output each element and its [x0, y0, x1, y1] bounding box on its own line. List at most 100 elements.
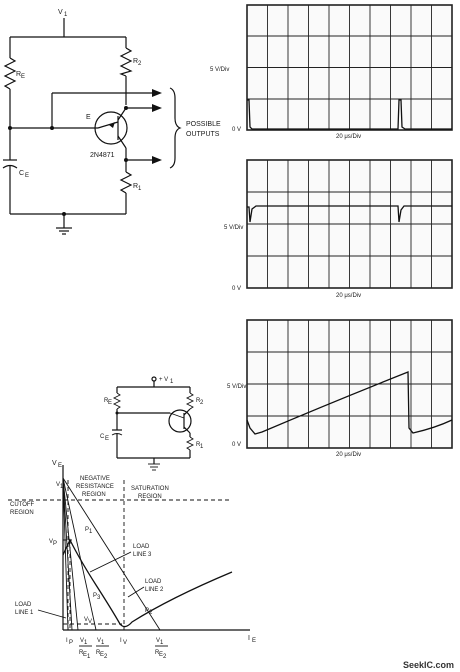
- capacitor-ce-plate-bottom: [2, 164, 18, 169]
- output-arrow-3: [152, 156, 162, 164]
- resistor-r2: [119, 47, 133, 77]
- svg-text:2: 2: [163, 654, 167, 660]
- ce-label-sub: E: [25, 173, 29, 179]
- r2-label-sub: 2: [138, 61, 142, 67]
- load-line-2-label-2: LINE 2: [145, 587, 164, 593]
- scope2-waveform: [247, 205, 452, 223]
- svg-text:E: E: [100, 652, 104, 658]
- scope2-grid: [247, 160, 452, 288]
- oscilloscope-trace-base2: 5 V/Div 0 V 20 μs/Div: [224, 159, 453, 299]
- scope2-ylabel: 5 V/Div: [224, 225, 243, 231]
- fraction-v1-over-re1: V 1 R E 1: [79, 638, 92, 660]
- small-ce-label-sub: E: [105, 436, 109, 442]
- vv-label: V: [84, 617, 88, 623]
- saturation-label-1: SATURATION: [131, 486, 169, 492]
- ujt-transistor-icon: [94, 107, 128, 149]
- vv-label-sub: V: [88, 619, 92, 625]
- svg-text:1: 1: [87, 654, 91, 660]
- negres-label-1: NEGATIVE: [80, 476, 110, 482]
- resistor-re: [3, 57, 17, 90]
- output-arrow-1: [152, 89, 162, 97]
- scope3-zero: 0 V: [232, 442, 241, 448]
- load-line-3-label-2: LINE 3: [133, 552, 152, 558]
- small-supply-label-sub: 1: [170, 379, 174, 385]
- saturation-label-2: REGION: [138, 494, 162, 500]
- svg-text:1: 1: [160, 640, 164, 646]
- load-line-2: [62, 477, 161, 631]
- emitter-label: E: [86, 114, 91, 121]
- load-line-1-label-2: LINE 1: [15, 610, 34, 616]
- cutoff-label-2: REGION: [10, 510, 34, 516]
- svg-text:V: V: [80, 638, 84, 644]
- scope3-xlabel: 20 μs/Div: [336, 452, 361, 458]
- small-ground-icon: [148, 463, 160, 471]
- small-oscillator-circuit: + V 1 R E C E R 2: [100, 376, 204, 471]
- scope1-zero: 0 V: [232, 127, 241, 133]
- outputs-label-line1: POSSIBLE: [186, 121, 221, 128]
- scope3-waveform: [246, 371, 453, 435]
- p1-label-sub: 1: [89, 529, 93, 535]
- supply-label-sub: 1: [64, 12, 68, 18]
- fraction-v1-over-re2-a: V 1 R E 2: [96, 638, 109, 660]
- negres-label-3: REGION: [82, 492, 106, 498]
- ujt-relaxation-oscillator-circuit: V 1 R E C E R 2: [2, 9, 221, 235]
- svg-text:R: R: [155, 650, 160, 656]
- cutoff-label-1: CUTOFF: [10, 502, 35, 508]
- small-ujt-transistor-icon: [168, 408, 192, 434]
- p3-label: P: [93, 593, 97, 599]
- supply-label: V: [58, 9, 63, 16]
- svg-text:1: 1: [84, 640, 88, 646]
- re-label-sub: E: [21, 74, 25, 80]
- svg-text:2: 2: [104, 654, 108, 660]
- oscilloscope-trace-emitter: 5 V/Div 0 V 20 μs/Div: [210, 4, 453, 140]
- svg-text:V: V: [156, 638, 160, 644]
- svg-text:R: R: [96, 650, 101, 656]
- p2-label-sub: 2: [149, 610, 153, 616]
- load-line-1-label-1: LOAD: [15, 602, 32, 608]
- scope1-waveform: [247, 99, 452, 130]
- negres-label-2: RESISTANCE: [76, 484, 114, 490]
- scope1-xlabel: 20 μs/Div: [336, 134, 361, 140]
- ve-axis-label: V: [52, 460, 57, 467]
- small-r2-label: R: [196, 398, 201, 404]
- fraction-v1-over-re2-b: V 1 R E 2: [155, 638, 168, 660]
- load-line-2-label-1: LOAD: [145, 579, 162, 585]
- scope3-grid: [247, 320, 452, 448]
- small-resistor-re: [112, 392, 122, 410]
- resistor-r1: [119, 171, 133, 194]
- v1-label-sub: 1: [60, 484, 64, 490]
- scope2-xlabel: 20 μs/Div: [336, 293, 361, 299]
- svg-text:R: R: [79, 650, 84, 656]
- ground-icon: [56, 227, 72, 235]
- v1-label: V: [56, 482, 60, 488]
- scope1-ylabel: 5 V/Div: [210, 67, 229, 73]
- p1-label: P: [85, 527, 89, 533]
- p3-label-sub: 3: [97, 595, 101, 601]
- small-r2-label-sub: 2: [200, 400, 204, 406]
- small-r1-label: R: [196, 442, 201, 448]
- outputs-label-line2: OUTPUTS: [186, 131, 220, 138]
- svg-text:V: V: [97, 638, 101, 644]
- scope3-ylabel: 5 V/Div: [227, 384, 246, 390]
- vp-label: V: [49, 539, 53, 545]
- r1-label: R: [133, 183, 138, 190]
- ve-axis-label-sub: E: [58, 463, 62, 469]
- load-line-3-label-1: LOAD: [133, 544, 150, 550]
- vp-label-sub: P: [53, 541, 57, 547]
- small-r1-label-sub: 1: [200, 444, 204, 450]
- svg-text:E: E: [83, 652, 87, 658]
- load-line-3: [62, 477, 97, 631]
- iv-label: I: [120, 638, 122, 644]
- re-label: R: [16, 71, 21, 78]
- small-ce-label: C: [100, 434, 105, 440]
- ie-axis-label-sub: E: [252, 638, 256, 644]
- ce-label: C: [19, 170, 24, 177]
- svg-text:E: E: [159, 652, 163, 658]
- load-line-1: [62, 477, 79, 631]
- ip-label-sub: P: [69, 640, 73, 646]
- iv-label-sub: V: [123, 640, 127, 646]
- watermark: SeekIC.com: [402, 660, 454, 670]
- output-arrow-2: [152, 104, 162, 112]
- transistor-label: 2N4871: [90, 152, 115, 159]
